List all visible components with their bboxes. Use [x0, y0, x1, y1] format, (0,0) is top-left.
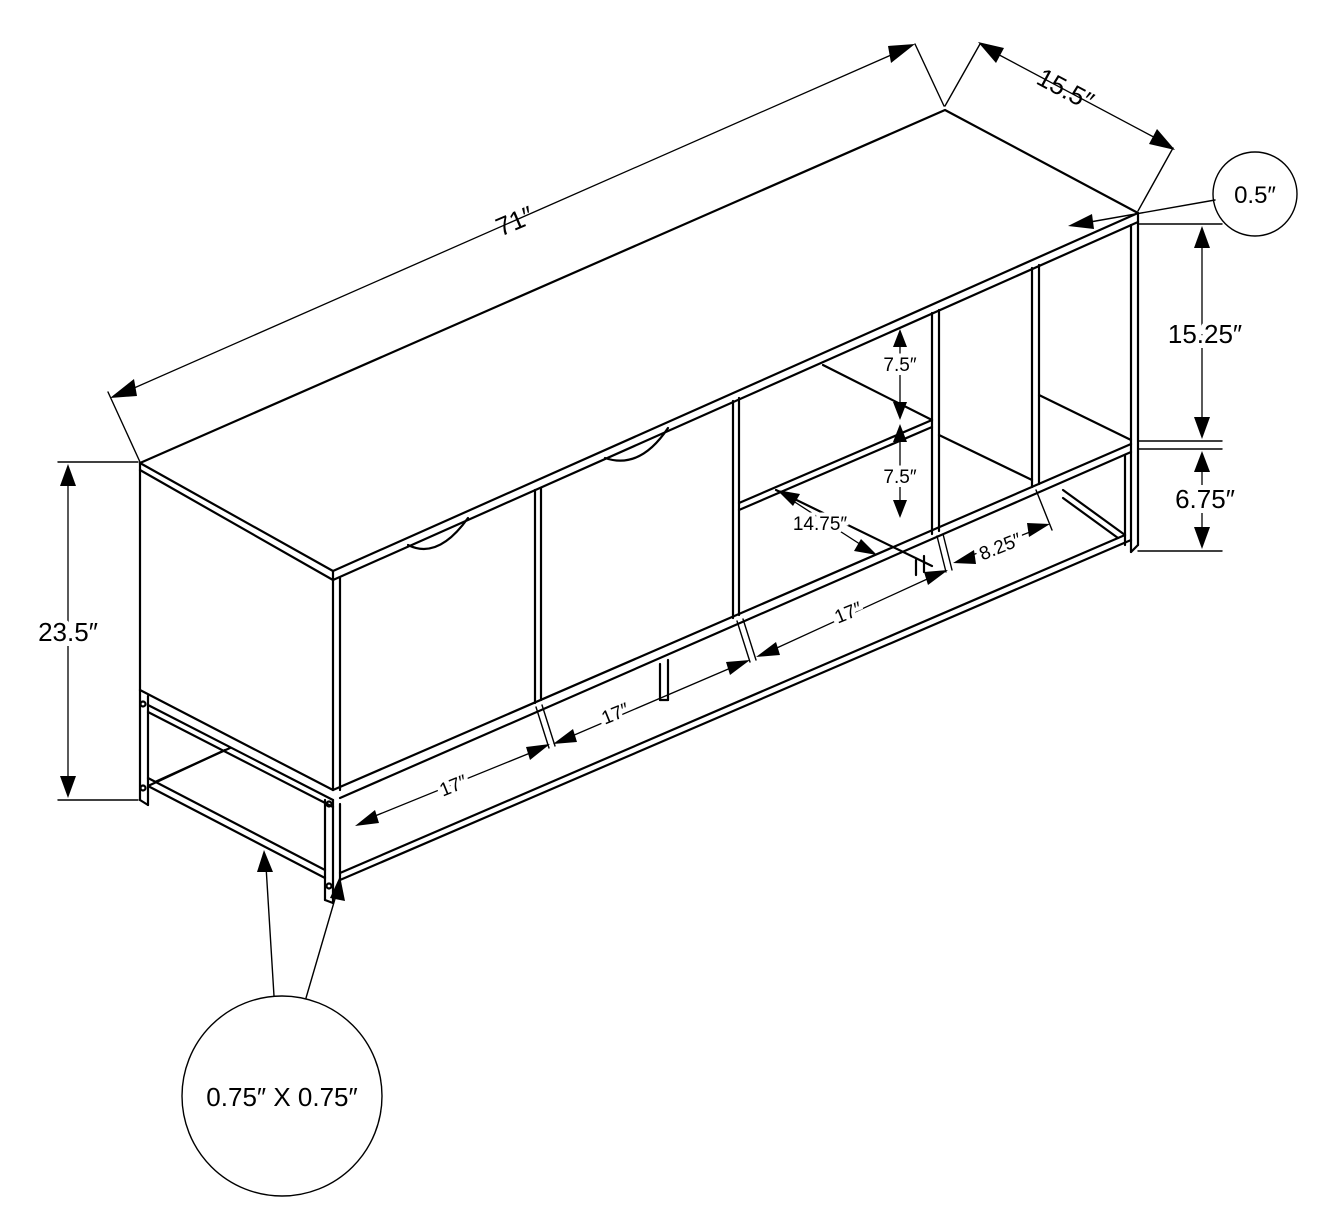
tv-stand-body	[138, 108, 1140, 905]
label-leg-section: 0.75″ X 0.75″	[206, 1082, 357, 1112]
label-bay-front-mid: 17″	[599, 699, 633, 729]
label-depth: 15.5″	[1032, 62, 1099, 117]
label-cubby-upper: 7.5″	[883, 355, 916, 376]
label-width: 71″	[491, 200, 538, 243]
dimension-lines	[57, 42, 1298, 1197]
label-overall-height: 23.5″	[38, 617, 98, 647]
label-bay-front-left: 17″	[437, 771, 471, 801]
label-bay-back-mid: 17″	[832, 598, 866, 628]
label-lower-shelf-height: 6.75″	[1175, 484, 1235, 514]
label-upper-open-height: 15.25″	[1168, 319, 1242, 349]
label-top-thickness: 0.5″	[1234, 182, 1276, 209]
label-cubby-lower: 7.5″	[883, 467, 916, 488]
label-shelf-depth: 14.75″	[793, 514, 848, 535]
label-right-opening: 8.25″	[976, 529, 1025, 565]
